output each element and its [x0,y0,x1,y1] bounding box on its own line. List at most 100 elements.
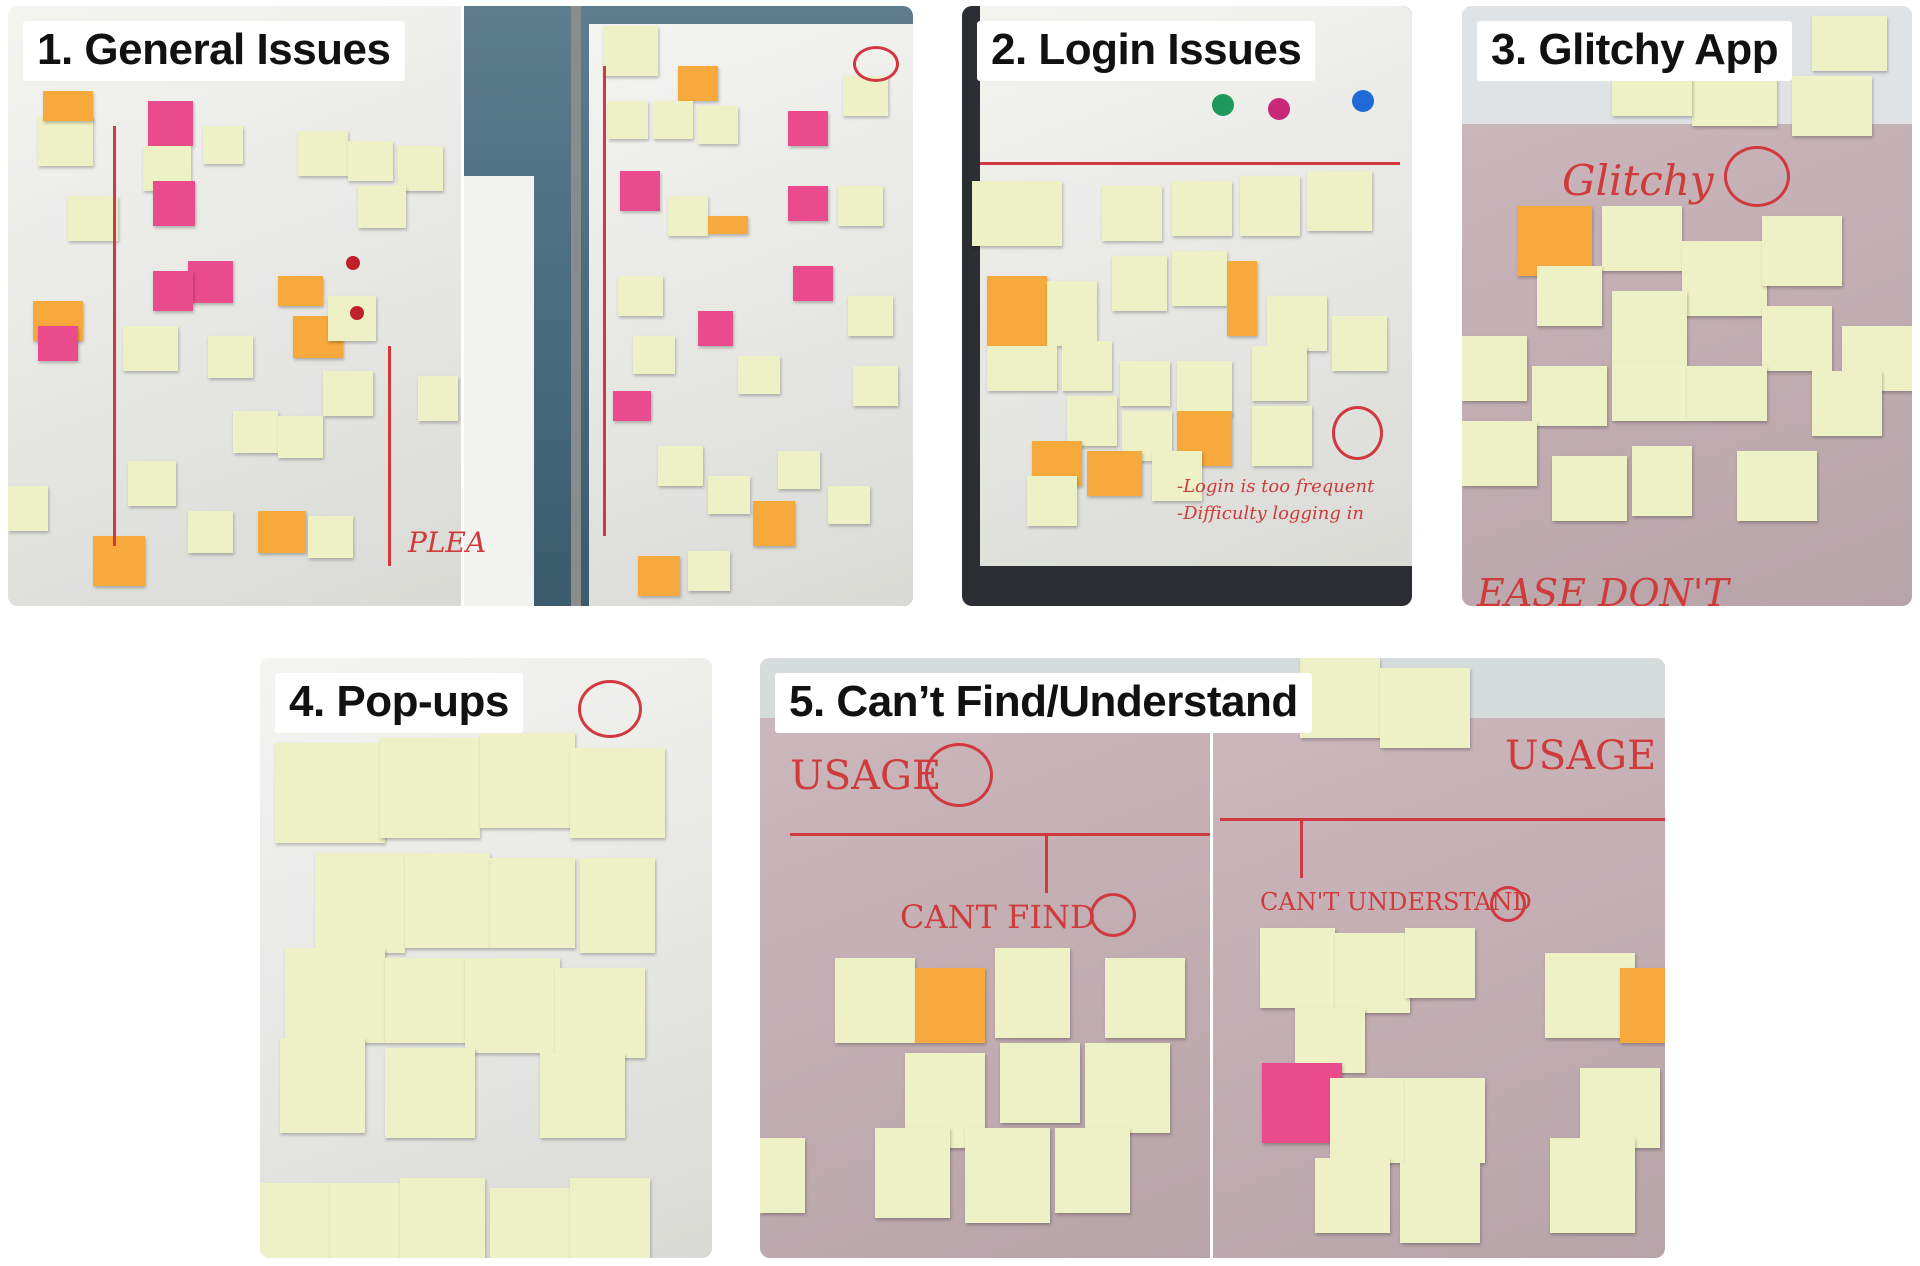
sticky-note [128,461,176,506]
sticky-note [480,733,575,828]
panel-glitchy-app: Glitchy EASE DON'T 3. Glitchy App [1462,6,1912,606]
sticky-note [1315,1158,1390,1233]
sticky-note [68,196,118,241]
sticky-note [153,181,195,226]
marker-circle [1332,406,1383,460]
sticky-note [385,1048,475,1138]
marker-writing: PLEA [408,526,487,559]
sticky-note [280,1038,365,1133]
sticky-note [1227,261,1257,336]
magnet [350,306,364,320]
sticky-note [708,476,750,514]
sticky-note [1335,933,1410,1013]
sticky-note [875,1128,950,1218]
sticky-note [188,511,233,553]
sticky-note [778,451,820,489]
marker-circle [1490,886,1526,922]
panel-title: 5. Can’t Find/Understand [775,673,1312,733]
sticky-note [753,501,795,546]
sticky-note [668,196,708,236]
marker-writing: CAN'T UNDERSTAND [1260,888,1532,916]
sticky-note [1102,186,1162,241]
panel-title: 1. General Issues [23,21,405,81]
marker-line [980,162,1400,165]
sticky-note [330,1183,405,1258]
sticky-note [1602,206,1682,271]
panel-title: 3. Glitchy App [1477,21,1793,81]
sticky-note [1405,928,1475,998]
sticky-note [38,326,78,361]
sticky-note [1580,1068,1660,1148]
sticky-note [618,276,663,316]
sticky-note [380,738,480,838]
sticky-note [570,1178,650,1258]
sticky-note [688,551,730,591]
sticky-note [1307,171,1372,231]
sticky-note [1240,176,1300,236]
panel-title: 4. Pop-ups [275,673,523,733]
sticky-note [853,366,898,406]
magnet-green [1212,94,1234,116]
sticky-note [1405,1078,1485,1163]
sticky-note [848,296,893,336]
sticky-note [1262,1063,1342,1143]
marker-circle [853,46,899,82]
sticky-note [620,171,660,211]
sticky-note [1620,968,1665,1043]
sticky-note [405,853,490,948]
brick-pillar [464,176,534,606]
sticky-note [278,276,323,306]
magnet-blue [1352,90,1374,112]
sticky-note [633,336,675,374]
sticky-note [915,968,985,1043]
sticky-note [1027,476,1077,526]
sticky-note [653,101,693,139]
sticky-note [1400,1163,1480,1243]
sticky-note [1462,421,1537,486]
sticky-note [613,391,651,421]
sticky-note [490,858,575,948]
sticky-note [1550,1138,1635,1233]
marker-line [603,66,606,536]
sticky-note [1812,16,1887,71]
sticky-note [1172,181,1232,236]
sticky-note [275,743,385,843]
sticky-note [1537,266,1602,326]
magnet-pink [1268,98,1290,120]
sticky-note [1792,76,1872,136]
sticky-note [260,1183,330,1258]
sticky-note [285,948,385,1043]
sticky-note [1047,281,1097,346]
marker-writing: USAGE [1505,733,1657,779]
sticky-note [123,326,178,371]
marker-circle [1724,146,1790,207]
sticky-note [1762,216,1842,286]
sticky-note [793,266,833,301]
photo-divider [461,6,464,606]
sticky-note [1087,451,1142,496]
sticky-note [1177,361,1232,416]
sticky-note [638,556,680,596]
sticky-note [1812,371,1882,436]
sticky-note [1252,406,1312,466]
sticky-note [1172,251,1227,306]
sticky-note [987,276,1047,346]
sticky-note [1000,1043,1080,1123]
marker-line [1045,833,1048,893]
sticky-note [995,948,1070,1038]
sticky-note [1152,451,1202,501]
sticky-note [418,376,458,421]
sticky-note [203,126,243,164]
sticky-note [465,958,560,1053]
panel-general-issues: PLEA 1. General Issues [8,6,913,606]
sticky-note [835,958,915,1043]
sticky-note [1267,296,1327,351]
sticky-note [1517,206,1592,276]
sticky-note [838,186,883,226]
marker-circle [578,680,642,738]
sticky-note [8,486,48,531]
sticky-note [1552,456,1627,521]
panel-pop-ups: 4. Pop-ups [260,658,712,1258]
sticky-note [148,101,193,146]
sticky-note [698,106,738,144]
